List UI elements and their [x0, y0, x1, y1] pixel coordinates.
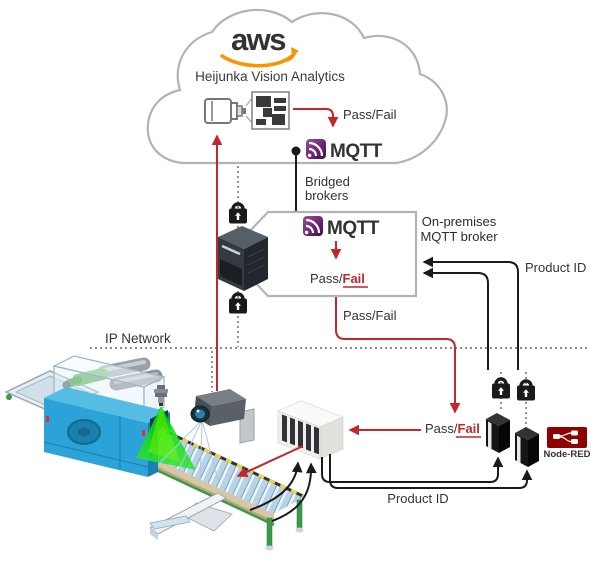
product-id-bottom-label: Product ID: [387, 491, 448, 506]
product-id-right-flow: Product ID: [422, 256, 586, 370]
onprem-caption-line2: MQTT broker: [420, 229, 498, 244]
diverter-pusher-icon: [149, 492, 233, 540]
service-title: Heijunka Vision Analytics: [195, 69, 345, 84]
node-red-logo: Node-RED: [544, 427, 591, 460]
mqtt-onprem-logo: MQTT: [301, 214, 380, 239]
broker-pass-fail-label: Pass/Fail: [310, 271, 365, 286]
iot-gateway-icon: [486, 413, 510, 453]
plc-icon: [277, 400, 344, 460]
onprem-caption-line1: On-premises: [422, 214, 497, 229]
mqtt-icon: [301, 214, 325, 238]
bridged-label-line1: Bridged: [305, 174, 350, 189]
product-id-right-label: Product ID: [525, 260, 586, 275]
product-id-bottom-flow: Product ID: [321, 454, 533, 506]
bridged-label-line2: brokers: [305, 188, 349, 203]
broker-server-tower-icon: [218, 226, 268, 291]
vision-camera-icon: [204, 98, 246, 124]
bridge-endpoint-dot: [291, 146, 301, 156]
mqtt-onprem-text: MQTT: [327, 218, 380, 239]
reject-actuator-arrow: [236, 445, 304, 478]
sensor-beam: [136, 406, 196, 470]
aws-logo-text: aws: [231, 22, 285, 57]
mqtt-cloud-text: MQTT: [330, 141, 383, 162]
pass-fail-mid-label: Pass/Fail: [343, 308, 397, 323]
plc-pass-fail: Pass/Fail: [348, 421, 481, 438]
conveyor-signal-arrow: [271, 462, 317, 522]
aws-cloud: aws Heijunka Vision Analytics: [146, 8, 448, 165]
cloud-pass-fail-label: Pass/Fail: [343, 107, 397, 122]
on-prem-broker-box: MQTT Pass/Fail On-premises MQTT broker: [226, 210, 498, 298]
ip-network-label: IP Network: [105, 331, 171, 346]
mqtt-icon: [304, 137, 328, 161]
image-analysis-icon: [251, 91, 290, 130]
pass-fail-downlink-arrow: [335, 297, 461, 414]
node-red-label: Node-RED: [544, 449, 591, 460]
cloud-pass-fail-arrow: [293, 108, 339, 128]
conveyor-legs: [265, 499, 304, 551]
aws-logo: aws: [220, 22, 299, 68]
mqtt-cloud-logo: MQTT: [304, 137, 383, 162]
ip-network-boundary: IP Network: [90, 331, 588, 349]
plc-pass-fail-label: Pass/Fail: [425, 421, 480, 436]
iot-gateway-icon: [515, 427, 539, 467]
lock-icon: [490, 377, 512, 401]
cloud-outline-icon: [146, 8, 448, 165]
trigger-sensor-icon: [136, 385, 196, 470]
conveyor-signal-arrow: [249, 461, 303, 511]
inspection-camera-icon: [157, 389, 255, 485]
